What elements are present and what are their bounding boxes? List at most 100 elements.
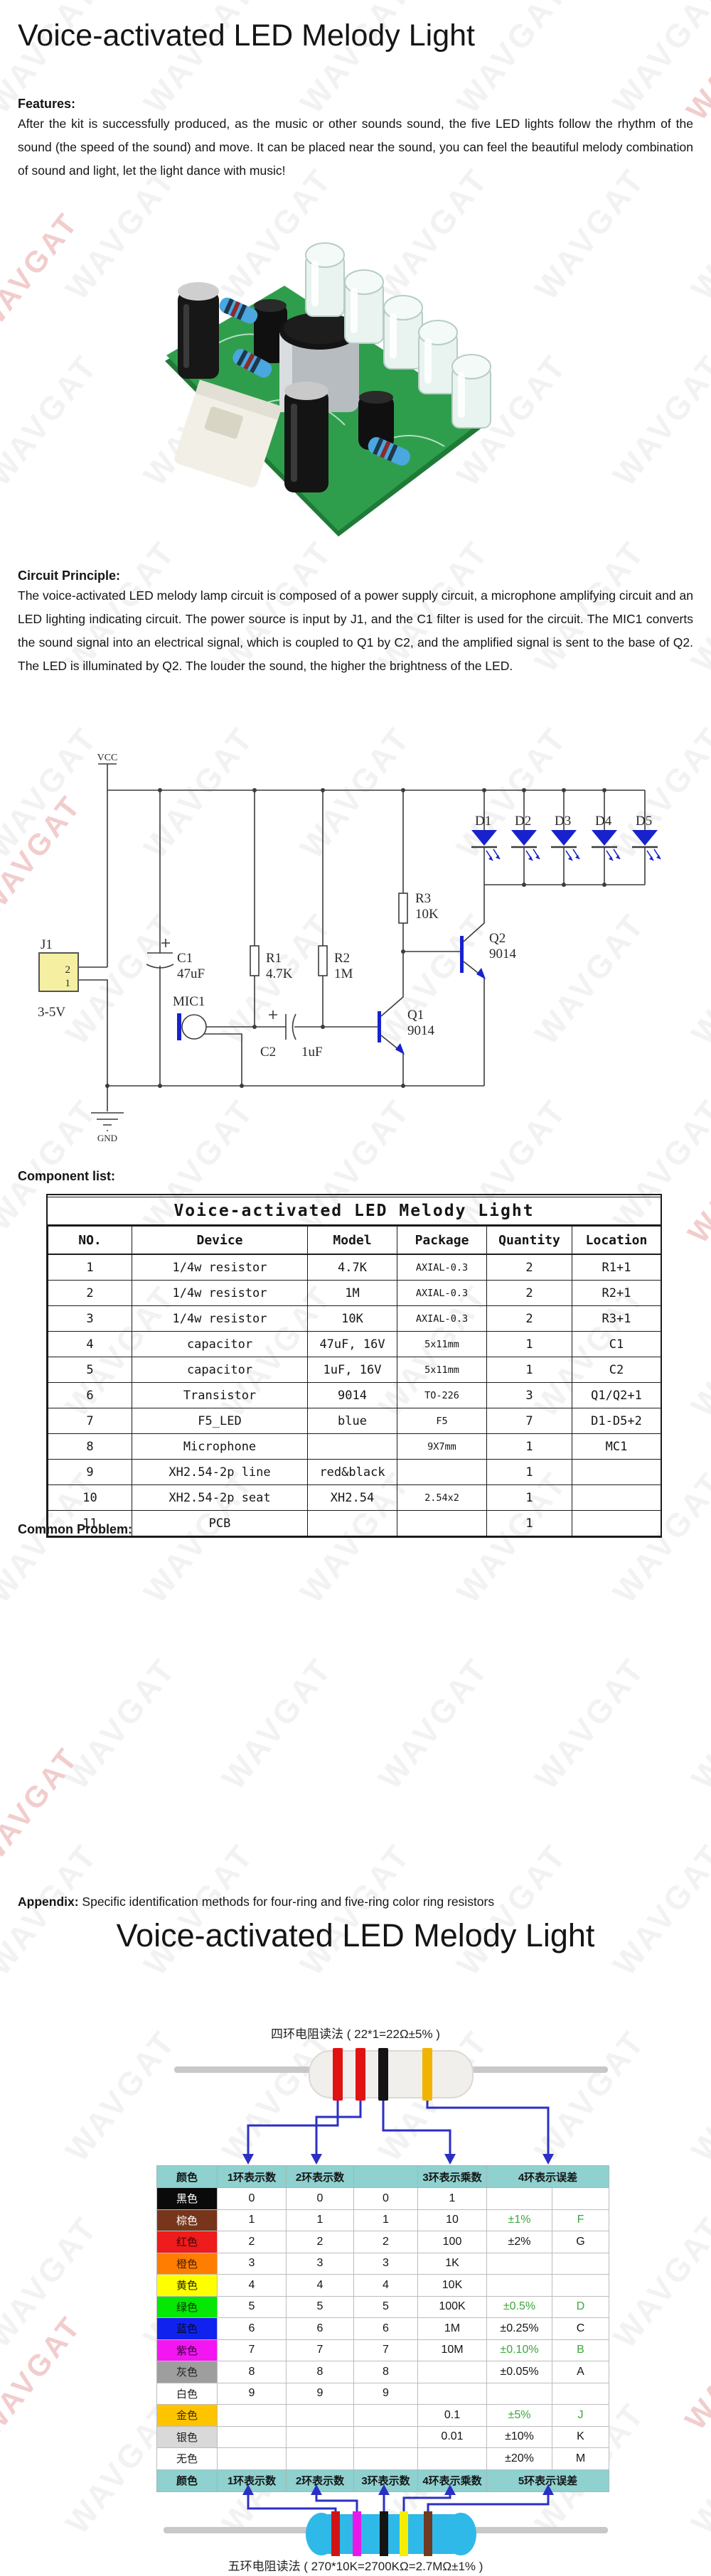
column-header: Package — [397, 1226, 487, 1255]
table-cell: TO-226 — [397, 1382, 487, 1408]
table-cell: 1 — [417, 2187, 487, 2210]
table-cell — [572, 1510, 661, 1536]
transistor-2 — [358, 391, 394, 450]
watermark: WAVGAT — [605, 2209, 711, 2355]
table-cell: 2 — [48, 1280, 132, 1306]
column-header: 2环表示数 — [286, 2165, 354, 2188]
table-cell: ±5% — [486, 2404, 552, 2427]
gnd-label: GND — [97, 1133, 117, 1143]
c1-label: C1 — [177, 951, 193, 966]
table-cell: 5x11mm — [397, 1331, 487, 1357]
table-cell: 2 — [486, 1254, 572, 1281]
band-3-black — [378, 2048, 388, 2101]
band5-3-black — [380, 2511, 388, 2556]
r2-value: 1M — [334, 966, 353, 981]
c2-value: 1uF — [301, 1045, 323, 1060]
table-cell: Microphone — [132, 1433, 308, 1460]
watermark: WAVGAT — [683, 1278, 711, 1424]
component-table-title: Voice-activated LED Melody Light — [48, 1197, 661, 1226]
table-cell: 6 — [353, 2317, 418, 2340]
table-cell: 0.01 — [417, 2425, 487, 2448]
table-cell — [286, 2447, 354, 2470]
table-cell: 1 — [486, 1433, 572, 1460]
table-cell — [353, 2425, 418, 2448]
table-cell: 1K — [417, 2252, 487, 2275]
table-cell: 8 — [48, 1433, 132, 1460]
table-cell: 5x11mm — [397, 1357, 487, 1383]
page-title: Voice-activated LED Melody Light — [18, 18, 475, 53]
table-cell: 9X7mm — [397, 1433, 487, 1460]
color-name-cell: 无色 — [156, 2447, 218, 2470]
r1-label: R1 — [266, 951, 282, 966]
led-label: D1 — [475, 814, 491, 829]
capacitor-47uF — [284, 382, 328, 492]
color-name-cell: 蓝色 — [156, 2317, 218, 2340]
table-cell: ±0.05% — [486, 2361, 552, 2383]
q1-label: Q1 — [407, 1008, 424, 1023]
table-cell: 6 — [48, 1382, 132, 1408]
table-cell: 10K — [417, 2274, 487, 2297]
table-cell: 1M — [417, 2317, 487, 2340]
table-cell: 1 — [48, 1254, 132, 1281]
column-header — [353, 2165, 418, 2188]
r2-label: R2 — [334, 951, 350, 966]
band-pointer-lines — [247, 2101, 550, 2155]
table-cell: XH2.54-2p seat — [132, 1484, 308, 1511]
band-2-red — [356, 2048, 365, 2101]
watermark: WAVGAT — [0, 347, 105, 493]
table-cell: B — [552, 2339, 609, 2361]
component-table-wrap: Voice-activated LED Melody Light NO.Devi… — [46, 1194, 662, 1538]
table-cell: 7 — [48, 1408, 132, 1434]
led-label: D3 — [555, 814, 571, 829]
table-cell: 1 — [486, 1331, 572, 1357]
j1-connector — [38, 952, 79, 992]
table-cell: 0 — [217, 2187, 287, 2210]
table-cell: 7 — [486, 1408, 572, 1434]
table-cell: 9 — [286, 2382, 354, 2405]
r1-value: 4.7K — [266, 966, 293, 981]
watermark: WAVGAT — [136, 1836, 262, 1983]
led-label: D4 — [595, 814, 612, 829]
five-band-caption: 五环电阻读法 ( 270*10K=2700KΩ=2.7MΩ±1% ) — [228, 2560, 483, 2573]
table-cell: 7 — [286, 2339, 354, 2361]
table-cell — [552, 2382, 609, 2405]
color-name-cell: 红色 — [156, 2231, 218, 2253]
appendix-text: Specific identification methods for four… — [78, 1894, 495, 1909]
appendix-label: Appendix: — [18, 1894, 79, 1909]
table-cell: D1-D5+2 — [572, 1408, 661, 1434]
table-cell: 4 — [48, 1331, 132, 1357]
table-cell — [552, 2252, 609, 2275]
table-cell: capacitor — [132, 1357, 308, 1383]
table-cell: 4 — [353, 2274, 418, 2297]
color-name-cell: 棕色 — [156, 2209, 218, 2231]
appendix-line: Appendix: Specific identification method… — [18, 1895, 693, 1909]
table-cell: 1 — [286, 2209, 354, 2231]
table-cell — [397, 1510, 487, 1536]
watermark: WAVGAT — [679, 0, 711, 126]
table-cell: 9 — [48, 1459, 132, 1485]
color-name-cell: 橙色 — [156, 2252, 218, 2275]
five-band-resistor-figure — [164, 2484, 608, 2556]
watermark: WAVGAT — [58, 1650, 183, 1796]
table-cell: 4 — [286, 2274, 354, 2297]
mic1-label: MIC1 — [173, 994, 205, 1009]
table-cell: ±10% — [486, 2425, 552, 2448]
table-cell: 2 — [217, 2231, 287, 2253]
watermark: WAVGAT — [214, 1650, 340, 1796]
watermark: WAVGAT — [605, 1836, 711, 1983]
table-cell: 0.1 — [417, 2404, 487, 2427]
table-cell: 1 — [353, 2209, 418, 2231]
component-list-heading: Component list: — [18, 1169, 115, 1183]
band-4-gold — [422, 2048, 432, 2101]
schematic-wires — [78, 763, 645, 1131]
band5-5-brown — [424, 2511, 432, 2556]
vcc-label: VCC — [97, 753, 118, 763]
